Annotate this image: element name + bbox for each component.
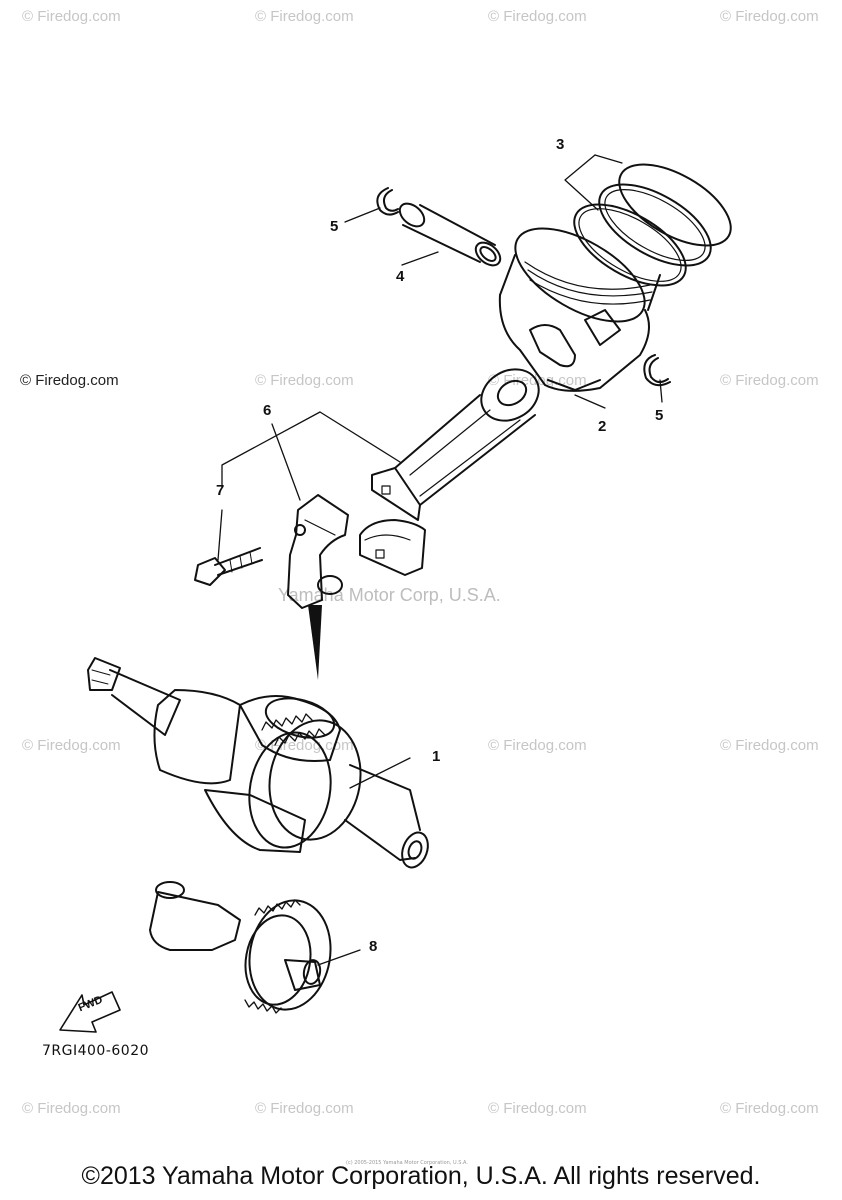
- copyright-notice: ©2013 Yamaha Motor Corporation, U.S.A. A…: [81, 1162, 761, 1190]
- center-watermark: Yamaha Motor Corp, U.S.A.: [278, 585, 501, 605]
- watermark: © Firedog.com: [720, 737, 819, 754]
- callout-connecting-rod: 6: [263, 402, 272, 419]
- fwd-arrow-icon: [59, 991, 121, 1033]
- watermark: © Firedog.com: [255, 372, 354, 389]
- tapered-tool: [308, 605, 322, 680]
- fine-print: (c) 2005-2015 Yamaha Motor Corporation, …: [346, 1160, 468, 1166]
- watermark: © Firedog.com: [488, 8, 587, 25]
- diagram-code: 7RGI400-6020: [42, 1043, 150, 1059]
- crankshaft: [87, 657, 429, 869]
- watermark: © Firedog.com: [488, 1100, 587, 1117]
- watermark: © Firedog.com: [255, 737, 354, 754]
- callout-piston: 2: [598, 418, 607, 435]
- callout-balancer-shaft: 8: [369, 938, 378, 955]
- watermark: © Firedog.com: [255, 1100, 354, 1117]
- bolt: [194, 547, 263, 586]
- callout-crankshaft: 1: [432, 748, 441, 765]
- watermark: © Firedog.com: [720, 372, 819, 389]
- watermark: © Firedog.com: [22, 1100, 121, 1117]
- circlip-left: [376, 187, 399, 216]
- balancer-shaft: [149, 881, 332, 1014]
- watermark: © Firedog.com: [22, 737, 121, 754]
- circlip-right: [643, 354, 671, 387]
- callout-piston-ring-set: 3: [556, 136, 565, 153]
- watermark: © Firedog.com: [488, 737, 587, 754]
- callout-circlip-left: 5: [330, 218, 339, 235]
- watermark: © Firedog.com: [720, 8, 819, 25]
- piston-ring-set: [573, 163, 732, 287]
- watermark: © Firedog.com: [255, 8, 354, 25]
- watermark-prominent: © Firedog.com: [20, 372, 119, 389]
- watermark: © Firedog.com: [720, 1100, 819, 1117]
- leader-lines: [217, 154, 663, 966]
- callout-circlip-right: 5: [655, 407, 664, 424]
- piston: [498, 227, 661, 392]
- watermark: © Firedog.com: [22, 8, 121, 25]
- rod-cap: [287, 494, 349, 609]
- connecting-rod: [359, 368, 540, 576]
- piston-pin: [398, 202, 502, 267]
- callout-bolt: 7: [216, 482, 225, 499]
- callout-piston-pin: 4: [396, 268, 405, 285]
